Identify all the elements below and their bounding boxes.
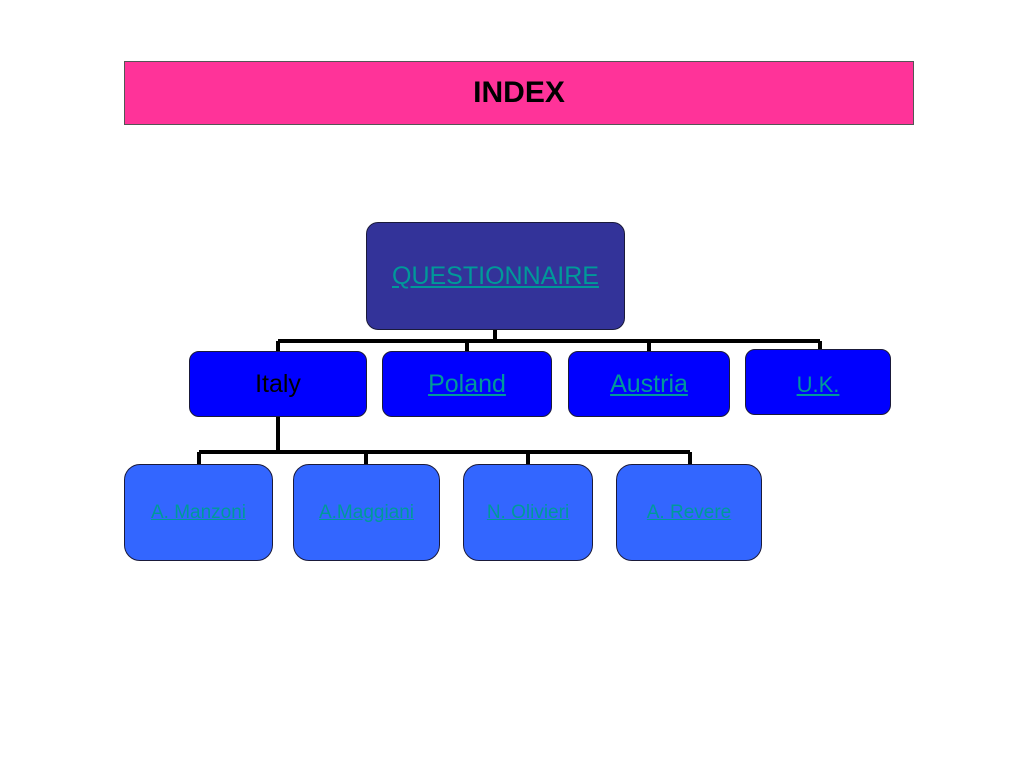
node-austria[interactable]: Austria [568,351,730,417]
node-a-revere[interactable]: A. Revere [616,464,762,561]
link-a-manzoni[interactable]: A. Manzoni [150,501,247,523]
link-a-revere[interactable]: A. Revere [646,501,732,523]
page-title: INDEX [473,76,565,109]
node-a-maggiani[interactable]: A.Maggiani [293,464,440,561]
link-poland[interactable]: Poland [428,369,506,398]
label-italy: Italy [255,369,301,398]
node-italy: Italy [189,351,367,417]
title-banner: INDEX [124,61,914,125]
node-questionnaire[interactable]: QUESTIONNAIRE [366,222,625,330]
link-austria[interactable]: Austria [610,369,688,398]
link-a-maggiani[interactable]: A.Maggiani [318,501,415,523]
node-uk[interactable]: U.K. [745,349,891,415]
node-n-olivieri[interactable]: N. Olivieri [463,464,593,561]
link-questionnaire[interactable]: QUESTIONNAIRE [392,261,599,290]
node-a-manzoni[interactable]: A. Manzoni [124,464,273,561]
node-poland[interactable]: Poland [382,351,552,417]
link-n-olivieri[interactable]: N. Olivieri [486,501,570,523]
link-uk[interactable]: U.K. [796,372,840,397]
